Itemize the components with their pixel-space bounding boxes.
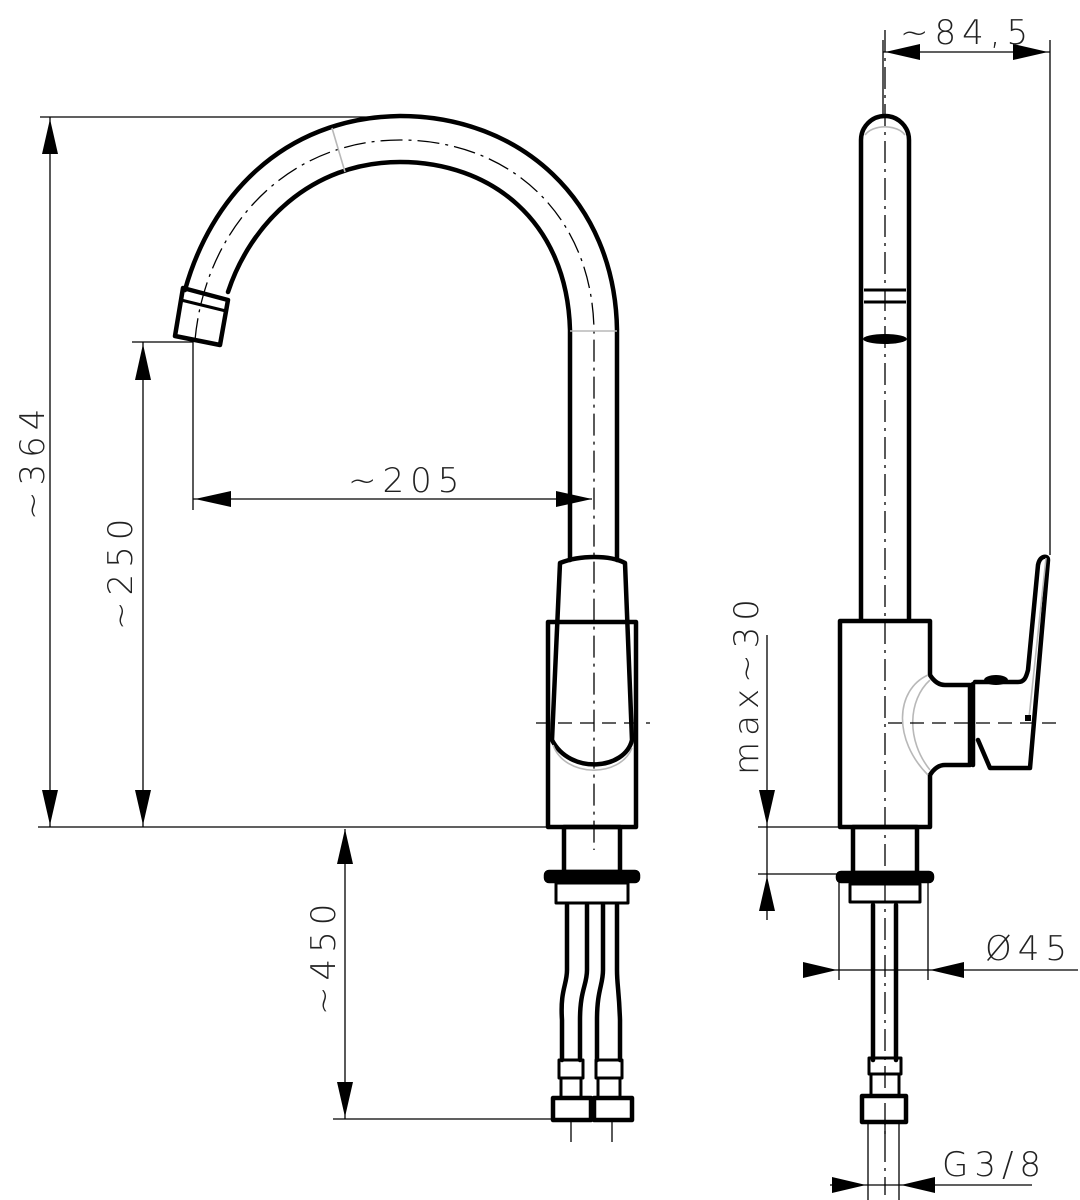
aerator <box>172 285 231 348</box>
base-stem <box>561 824 623 875</box>
dim-base-diameter-label: Ø45 <box>985 929 1073 969</box>
dim-spout-height-label: ~250 <box>101 513 141 630</box>
dim-total-height: ~364 <box>13 116 400 827</box>
spout-section-line <box>331 127 346 173</box>
spout-outer-arc <box>182 113 620 563</box>
side-view: ~84,5 max~30 Ø45 G3/8 <box>727 13 1078 1200</box>
supply-hose-side <box>859 902 909 1140</box>
front-view: ~364 ~250 ~205 ~450 <box>13 113 650 1142</box>
mounting-nut <box>554 881 630 905</box>
dim-hose-length: ~450 <box>304 829 553 1120</box>
faucet-body-side <box>837 618 973 830</box>
dim-spout-reach: ~205 <box>192 342 592 510</box>
lever-handle-side <box>970 554 1051 771</box>
dim-spout-reach-label: ~205 <box>348 461 465 501</box>
supply-hoses-front <box>550 902 635 1142</box>
mounting-flange <box>543 869 641 884</box>
dim-side-depth-label: ~84,5 <box>900 13 1034 53</box>
mounting-nut-side <box>848 882 922 904</box>
dim-max-counter-thickness: max~30 <box>727 593 840 920</box>
dim-connection-thread-label: G3/8 <box>942 1145 1047 1185</box>
dim-base-diameter: Ø45 <box>803 880 1078 980</box>
spout-centerline <box>194 139 595 850</box>
faucet-body-front <box>545 619 639 830</box>
dim-side-depth: ~84,5 <box>882 13 1051 555</box>
dim-hose-length-label: ~450 <box>304 898 344 1015</box>
dim-total-height-label: ~364 <box>13 403 53 520</box>
dim-connection-thread: G3/8 <box>830 1122 1047 1200</box>
dim-spout-height: ~250 <box>101 341 193 827</box>
spout-inner-arc <box>225 159 573 563</box>
dim-max-counter-label: max~30 <box>727 593 767 775</box>
mounting-flange-side <box>835 870 935 884</box>
lever-handle-front <box>549 554 635 771</box>
